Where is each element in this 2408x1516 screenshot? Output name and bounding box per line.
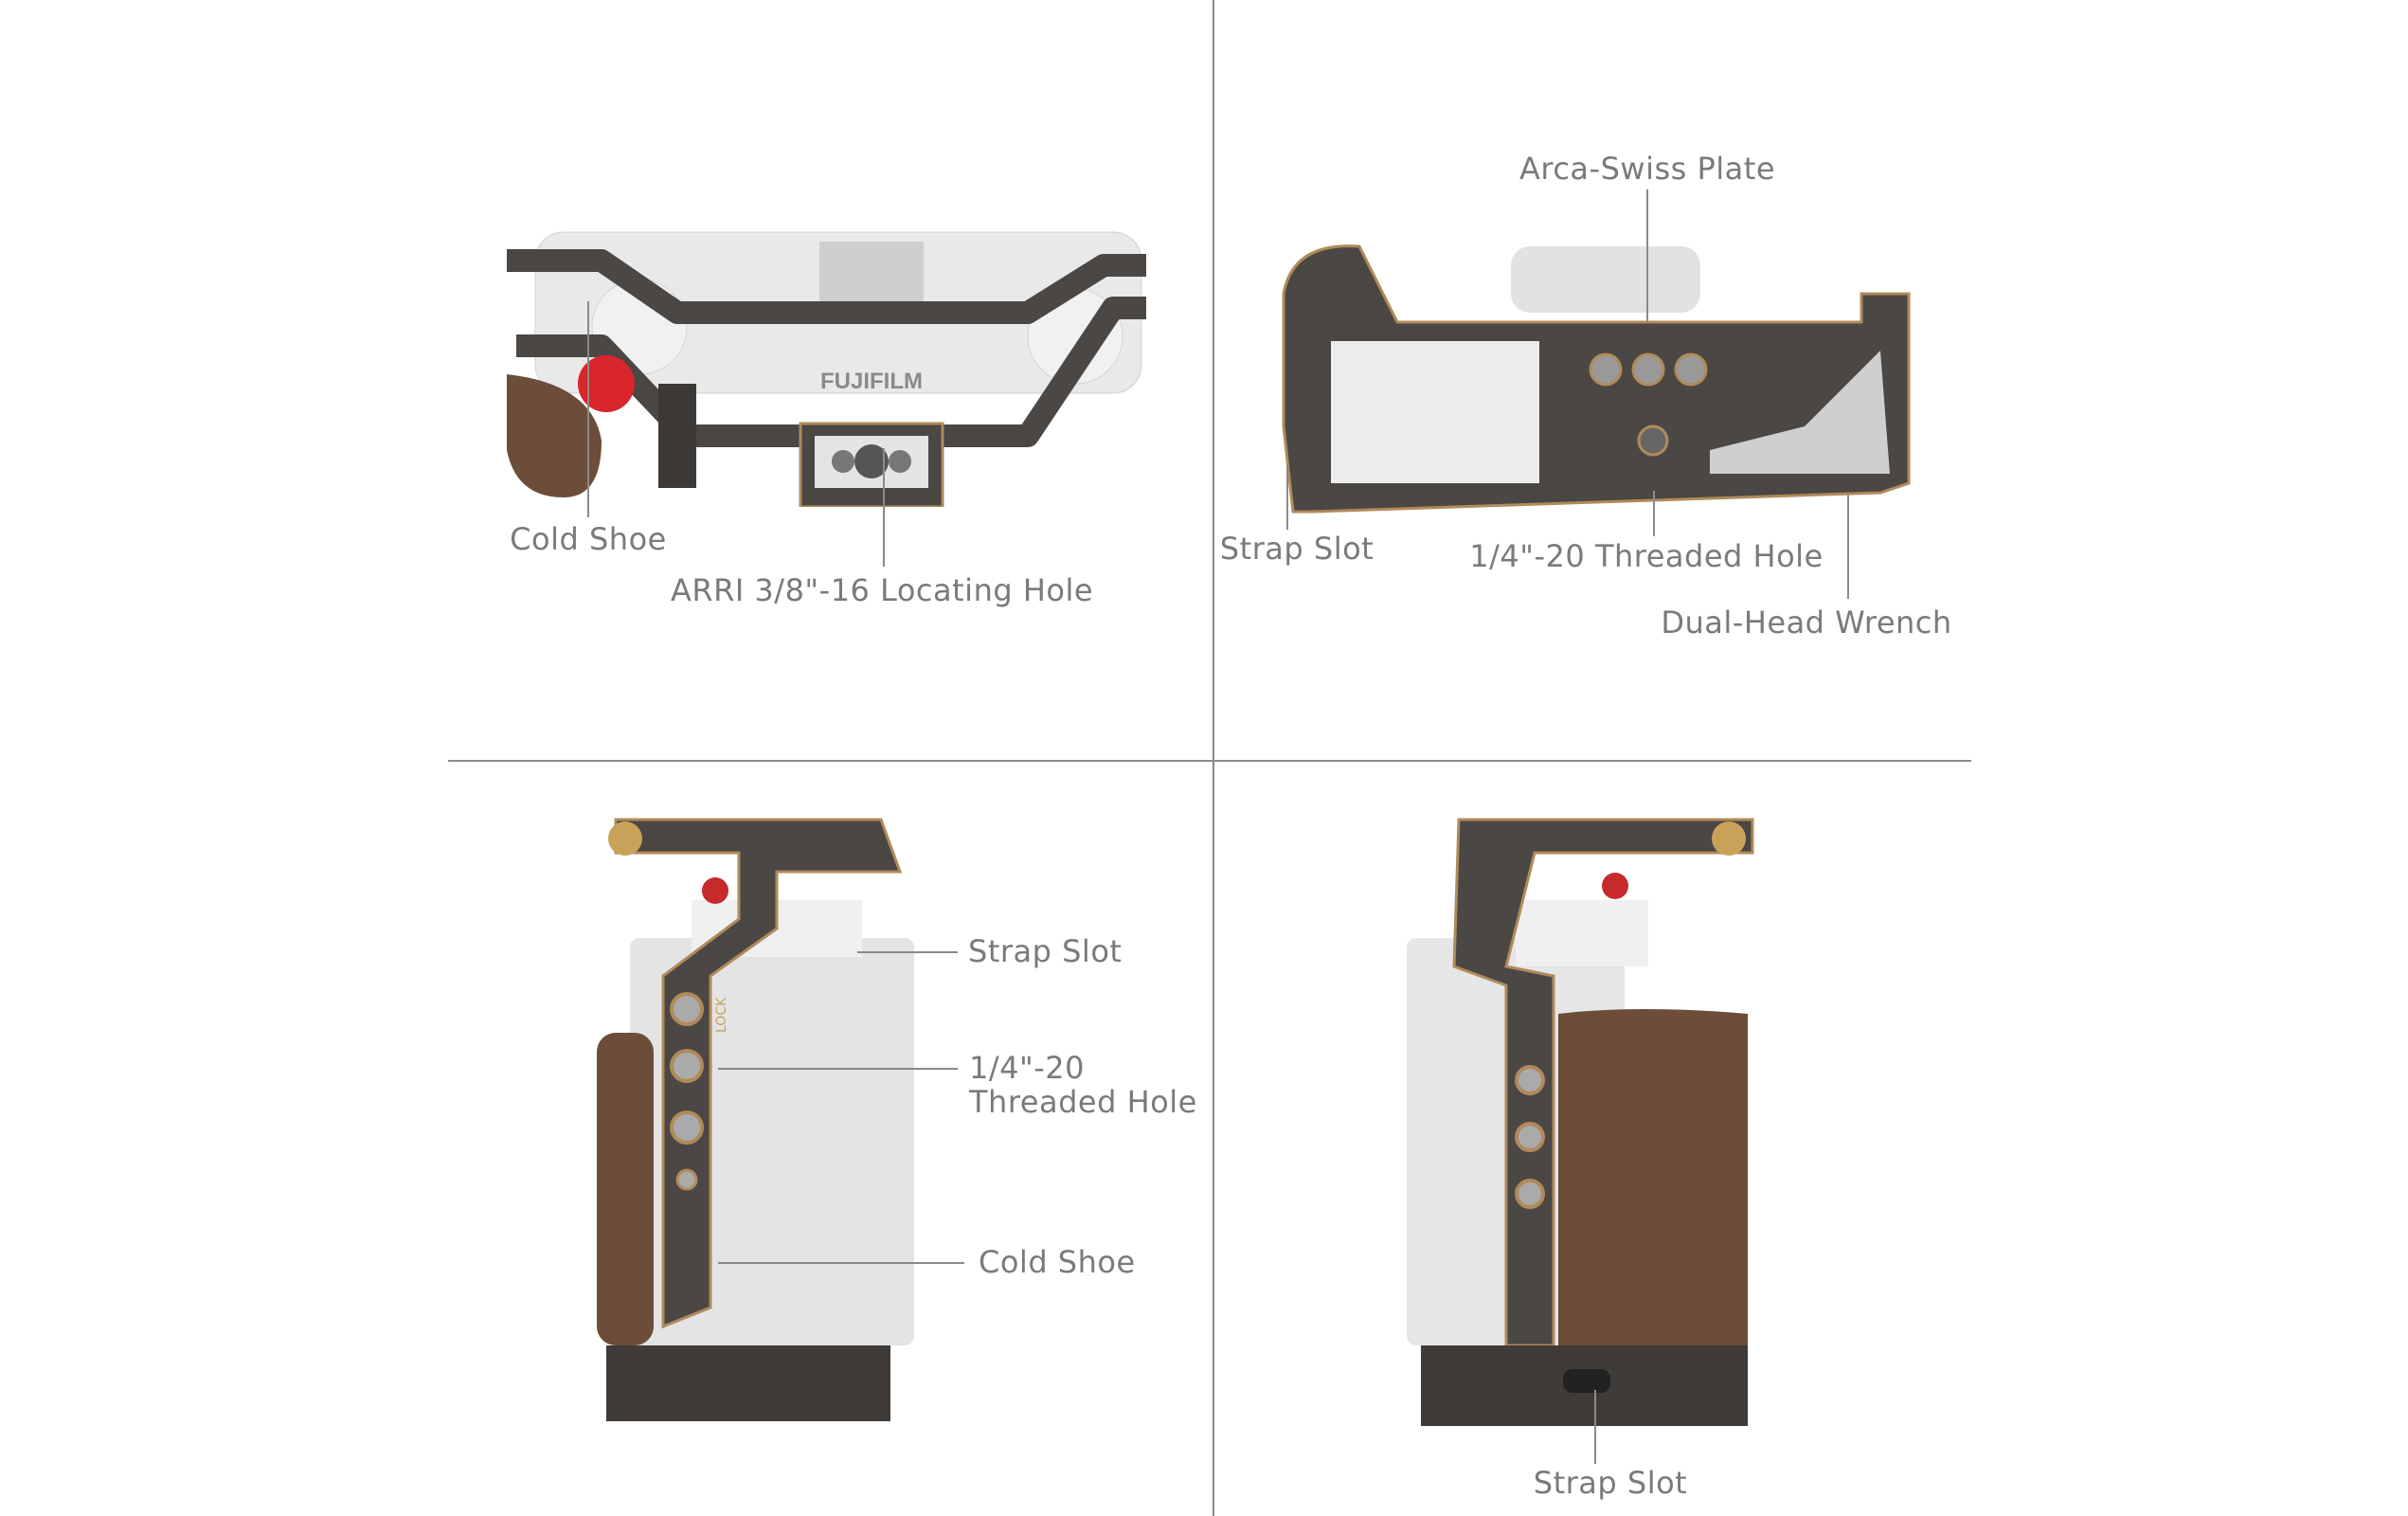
leader-line bbox=[1286, 463, 1288, 530]
vertical-divider bbox=[1213, 0, 1214, 1516]
leader-line bbox=[1646, 190, 1648, 321]
label-strap-slot-right-side: Strap Slot bbox=[1533, 1465, 1688, 1501]
label-cold-shoe-left-side: Cold Shoe bbox=[979, 1244, 1136, 1280]
leader-line bbox=[857, 951, 958, 953]
leader-line bbox=[587, 301, 589, 517]
label-arca-swiss-plate: Arca-Swiss Plate bbox=[1518, 151, 1776, 187]
label-strap-slot-bottom-view: Strap Slot bbox=[1219, 531, 1375, 567]
bottom-view-image bbox=[1282, 244, 1911, 514]
label-arri-locating-hole: ARRI 3/8"-16 Locating Hole bbox=[670, 572, 1094, 608]
label-cold-shoe-top: Cold Shoe bbox=[510, 521, 667, 557]
leader-line bbox=[1653, 491, 1655, 536]
leader-line bbox=[1847, 495, 1849, 599]
label-threaded-hole-left-side-line2: Threaded Hole bbox=[969, 1084, 1197, 1120]
horizontal-divider bbox=[448, 760, 1971, 762]
leader-line bbox=[1594, 1390, 1596, 1464]
left-side-view-image: LOCK bbox=[597, 818, 914, 1421]
label-threaded-hole-bottom-view: 1/4"-20 Threaded Hole bbox=[1469, 538, 1824, 574]
top-view-image: FUJIFILM bbox=[507, 231, 1146, 507]
red-shutter-button bbox=[578, 355, 635, 412]
lock-text: LOCK bbox=[714, 997, 729, 1033]
label-strap-slot-left-side: Strap Slot bbox=[968, 933, 1123, 969]
leader-line bbox=[718, 1262, 964, 1264]
right-side-view-image bbox=[1407, 818, 1754, 1426]
label-threaded-hole-left-side-line1: 1/4"-20 bbox=[969, 1050, 1085, 1086]
leader-line bbox=[718, 1068, 958, 1070]
label-dual-head-wrench: Dual-Head Wrench bbox=[1661, 605, 1952, 641]
leader-line bbox=[883, 448, 885, 567]
camera-brand-text: FUJIFILM bbox=[820, 369, 923, 394]
